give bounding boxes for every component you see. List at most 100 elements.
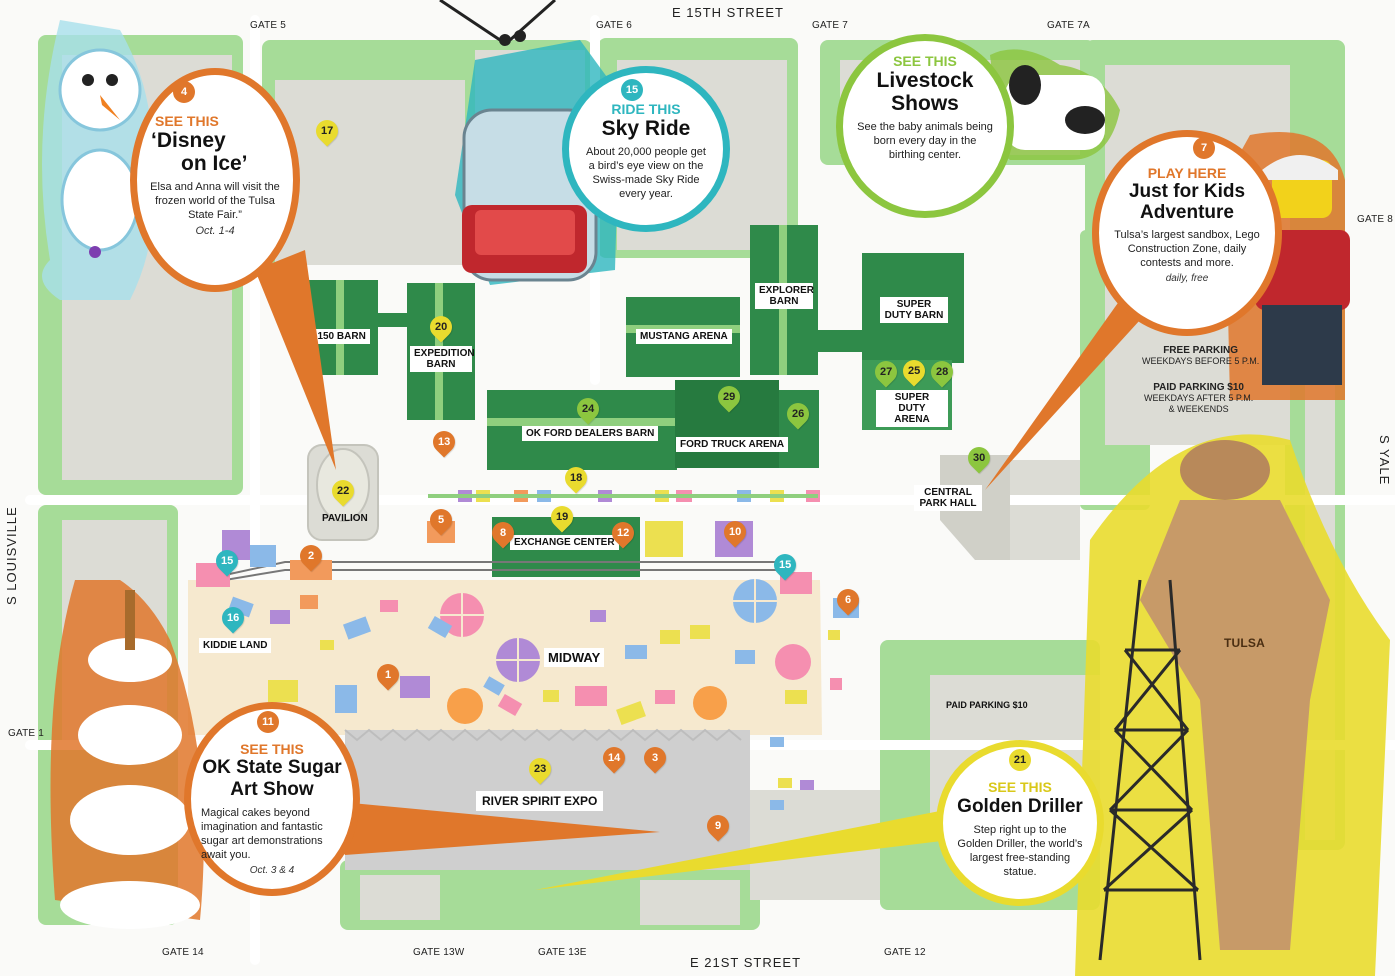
gate-8: GATE 8 <box>1357 214 1394 225</box>
callout-kids-desc: Tulsa’s largest sandbox, Lego Constructi… <box>1114 229 1260 269</box>
pin-number: 14 <box>607 752 621 764</box>
pin-number: 5 <box>437 514 445 526</box>
pin-number: 25 <box>907 365 921 377</box>
callout-driller-desc: Step right up to the Golden Driller, the… <box>957 824 1083 878</box>
callout-disney-number: 4 <box>173 81 195 103</box>
pavilion-label: PAVILION <box>322 513 368 524</box>
callout-sugar-title-2: Art Show <box>230 779 314 800</box>
pin-number: 15 <box>220 555 234 567</box>
callout-skyride-number: 15 <box>621 79 643 101</box>
callout-just-for-kids: 7 PLAY HERE Just for Kids Adventure Tuls… <box>1092 130 1282 336</box>
callout-livestock-desc: See the baby animals being born every da… <box>857 121 993 161</box>
callout-livestock-title-1: Livestock <box>876 69 974 92</box>
pin-number: 8 <box>499 527 507 539</box>
street-north: E 15TH STREET <box>672 5 784 20</box>
cake-illustration <box>50 580 204 929</box>
pin-number: 24 <box>581 403 595 415</box>
pin-number: 16 <box>226 612 240 624</box>
ok-ford-dealers-barn-label: OK FORD DEALERS BARN <box>522 426 659 441</box>
callout-kids-date: daily, free <box>1165 273 1209 284</box>
callout-kids-title-1: Just for Kids <box>1128 181 1246 202</box>
pin-number: 23 <box>533 763 547 775</box>
cow-illustration <box>990 49 1120 160</box>
callout-skyride-desc: About 20,000 people get a bird’s eye vie… <box>586 146 706 200</box>
pin-number: 3 <box>651 752 659 764</box>
pin-number: 15 <box>778 559 792 571</box>
free-parking-hours: WEEKDAYS BEFORE 5 P.M. <box>1142 356 1260 366</box>
paid-parking-hours: WEEKDAYS AFTER 5 P.M. <box>1144 393 1254 403</box>
pin-number: 22 <box>336 485 350 497</box>
pin-number: 28 <box>935 366 949 378</box>
gate-13e: GATE 13E <box>538 947 587 958</box>
pin-number: 17 <box>320 125 334 137</box>
free-parking-title: FREE PARKING <box>1163 345 1239 356</box>
callout-sugar-kicker: SEE THIS <box>240 741 304 757</box>
exchange-center-label: EXCHANGE CENTER <box>510 535 619 550</box>
pin-number: 18 <box>569 472 583 484</box>
expedition-barn-label: EXPEDITION BARN <box>410 346 475 372</box>
callout-livestock-title-2: Shows <box>891 92 959 115</box>
paid-parking-note: PAID PARKING $10 WEEKDAYS AFTER 5 P.M. &… <box>1144 382 1253 415</box>
super-duty-arena-label: SUPER DUTY ARENA <box>876 390 948 427</box>
paid-parking-title: PAID PARKING $10 <box>1153 382 1244 393</box>
callout-golden-driller: 21 SEE THIS Golden Driller Step right up… <box>936 740 1104 906</box>
street-south: E 21ST STREET <box>690 955 802 970</box>
gondola-illustration <box>439 0 620 285</box>
pin-number: 12 <box>616 527 630 539</box>
callout-livestock-kicker: SEE THIS <box>893 53 957 69</box>
midway-rides <box>228 579 811 725</box>
callout-disney-title-2: on Ice’ <box>181 152 248 175</box>
callout-disney-on-ice: 4 SEE THIS ‘Disney on Ice’ Elsa and Anna… <box>130 68 300 292</box>
central-park-hall-label: CENTRAL PARK HALL <box>914 485 982 511</box>
pin-number: 9 <box>714 820 722 832</box>
pin-number: 30 <box>972 452 986 464</box>
callout-sugar-date: Oct. 3 & 4 <box>249 865 295 876</box>
pin-number: 27 <box>879 366 893 378</box>
callout-sugar-desc: Magical cakes beyond imagination and fan… <box>201 807 323 861</box>
pin-number: 10 <box>728 526 742 538</box>
callout-sugar-number: 11 <box>257 711 279 733</box>
pin-number: 29 <box>722 391 736 403</box>
super-duty-barn-label: SUPER DUTY BARN <box>880 297 948 323</box>
callout-kids-kicker: PLAY HERE <box>1147 165 1227 181</box>
pin-number: 19 <box>555 511 569 523</box>
gate-14: GATE 14 <box>162 947 204 958</box>
callout-skyride-title: Sky Ride <box>601 117 691 140</box>
callout-livestock-shows: SEE THIS Livestock Shows See the baby an… <box>836 34 1014 218</box>
pin-number: 1 <box>384 669 392 681</box>
callout-disney-kicker: SEE THIS <box>155 113 219 129</box>
street-west: S LOUISVILLE <box>4 506 19 605</box>
callout-skyride-kicker: RIDE THIS <box>611 101 681 117</box>
gate-7: GATE 7 <box>812 20 849 31</box>
gate-6: GATE 6 <box>596 20 633 31</box>
f150-barn-label: F-150 BARN <box>304 329 370 344</box>
callout-disney-title-1: ‘Disney <box>151 129 226 152</box>
explorer-barn-label: EXPLORER BARN <box>755 283 814 309</box>
gate-13w: GATE 13W <box>413 947 465 958</box>
midway-label: MIDWAY <box>544 648 605 667</box>
gate-1: GATE 1 <box>8 728 45 739</box>
olaf-illustration <box>42 20 153 300</box>
pin-number: 20 <box>434 321 448 333</box>
street-east: S YALE <box>1377 435 1392 486</box>
gate-5: GATE 5 <box>250 20 287 31</box>
paid-parking-lot-label: PAID PARKING $10 <box>946 700 1028 710</box>
pin-number: 13 <box>437 436 451 448</box>
ford-truck-arena-label: FORD TRUCK ARENA <box>676 437 789 452</box>
callout-disney-date: Oct. 1-4 <box>195 225 235 237</box>
callout-sugar-art-show: 11 SEE THIS OK State Sugar Art Show Magi… <box>184 702 360 896</box>
barns <box>300 225 964 577</box>
callout-driller-title: Golden Driller <box>957 796 1083 817</box>
river-spirit-expo-label: RIVER SPIRIT EXPO <box>476 791 604 811</box>
mustang-arena-label: MUSTANG ARENA <box>636 329 732 344</box>
paid-parking-weekends: & WEEKENDS <box>1168 404 1229 414</box>
free-parking-note: FREE PARKING WEEKDAYS BEFORE 5 P.M. <box>1142 345 1259 367</box>
callout-sugar-title-1: OK State Sugar <box>202 757 342 778</box>
gate-12: GATE 12 <box>884 947 926 958</box>
golden-driller-illustration <box>1075 434 1390 976</box>
kiddie-land-label: KIDDIE LAND <box>199 638 272 653</box>
callout-disney-desc: Elsa and Anna will visit the frozen worl… <box>150 181 280 221</box>
callout-driller-kicker: SEE THIS <box>988 779 1052 795</box>
pin-number: 2 <box>307 550 315 562</box>
